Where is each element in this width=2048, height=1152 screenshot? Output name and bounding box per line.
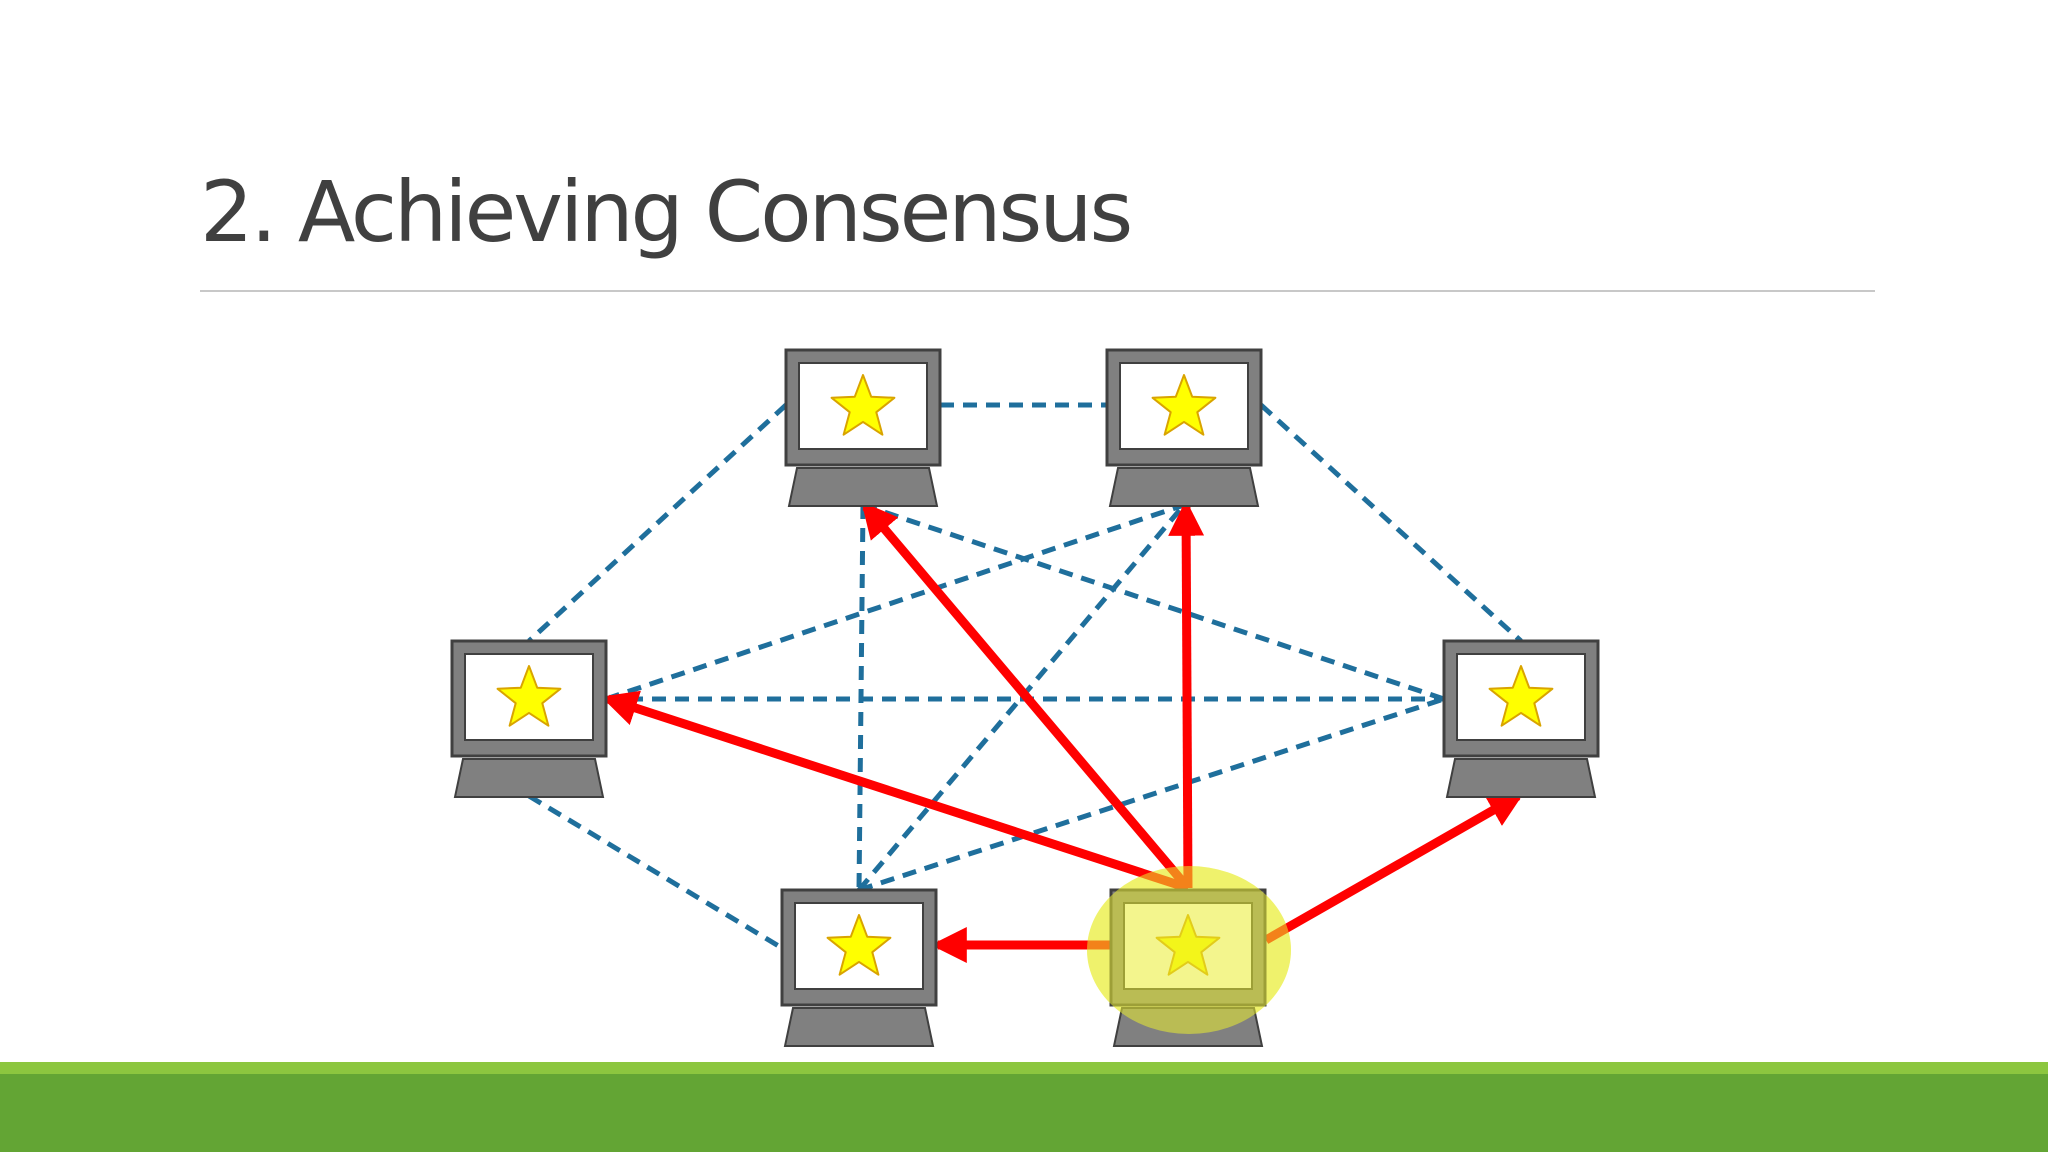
broadcast-arrows: [601, 499, 1525, 963]
broadcast-arrow-bottom-right-to-mid-right: [1263, 792, 1525, 944]
peer-link-mid-left-to-top-right: [605, 502, 1185, 702]
footer-stripe: [0, 1062, 2048, 1074]
peer-link-top-left-to-mid-left: [527, 403, 788, 643]
peer-link-bottom-left-to-top-right: [857, 503, 1186, 892]
broadcast-arrow-bottom-right-to-mid-left: [601, 690, 1190, 893]
peer-link-top-left-to-mid-right: [862, 502, 1445, 702]
slide-title: 2. Achieving Consensus: [200, 163, 1133, 261]
peer-links: [527, 402, 1523, 951]
computer-node-top-right: [1105, 348, 1263, 508]
broadcast-arrow-bottom-right-to-top-left: [861, 501, 1192, 891]
peer-link-bottom-left-to-mid-right: [858, 696, 1445, 893]
computer-node-top-left: [784, 348, 942, 508]
originator-highlight-overlay: [1087, 866, 1291, 1034]
broadcast-arrow-bottom-right-to-top-right: [1168, 499, 1205, 889]
originator-glow: [1087, 866, 1291, 1034]
computer-node-bottom-left: [780, 888, 938, 1048]
footer-band: [0, 1062, 2048, 1152]
computer-node-mid-left: [450, 639, 608, 799]
peer-link-top-left-to-bottom-left: [856, 504, 866, 891]
peer-link-top-right-to-mid-right: [1259, 403, 1523, 643]
title-divider: [200, 290, 1875, 292]
peer-link-mid-left-to-bottom-left: [527, 793, 784, 951]
computer-node-mid-right: [1442, 639, 1600, 799]
